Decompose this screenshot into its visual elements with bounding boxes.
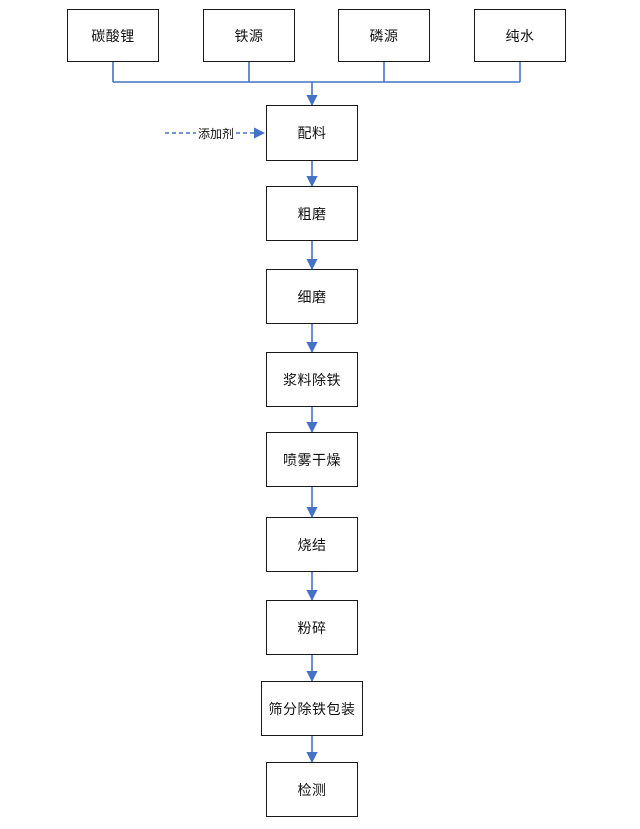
step-box-spray-drying: 喷雾干燥 [266, 432, 358, 487]
input-box-iron-source: 铁源 [203, 9, 295, 62]
step-box-inspection: 检测 [266, 762, 358, 817]
input-box-pure-water: 纯水 [474, 9, 566, 62]
step-box-coarse-grinding: 粗磨 [266, 186, 358, 241]
step-box-crushing: 粉碎 [266, 600, 358, 655]
step-box-batching: 配料 [266, 105, 358, 161]
input-box-lithium-carbonate: 碳酸锂 [67, 9, 159, 62]
input-box-phosphorus-source: 磷源 [338, 9, 430, 62]
additive-label: 添加剂 [198, 127, 235, 141]
step-box-sintering: 烧结 [266, 517, 358, 572]
step-box-sieving-iron-removal-packaging: 筛分除铁包装 [261, 681, 363, 736]
step-box-fine-grinding: 细磨 [266, 269, 358, 324]
step-box-slurry-iron-removal: 浆料除铁 [266, 352, 358, 407]
